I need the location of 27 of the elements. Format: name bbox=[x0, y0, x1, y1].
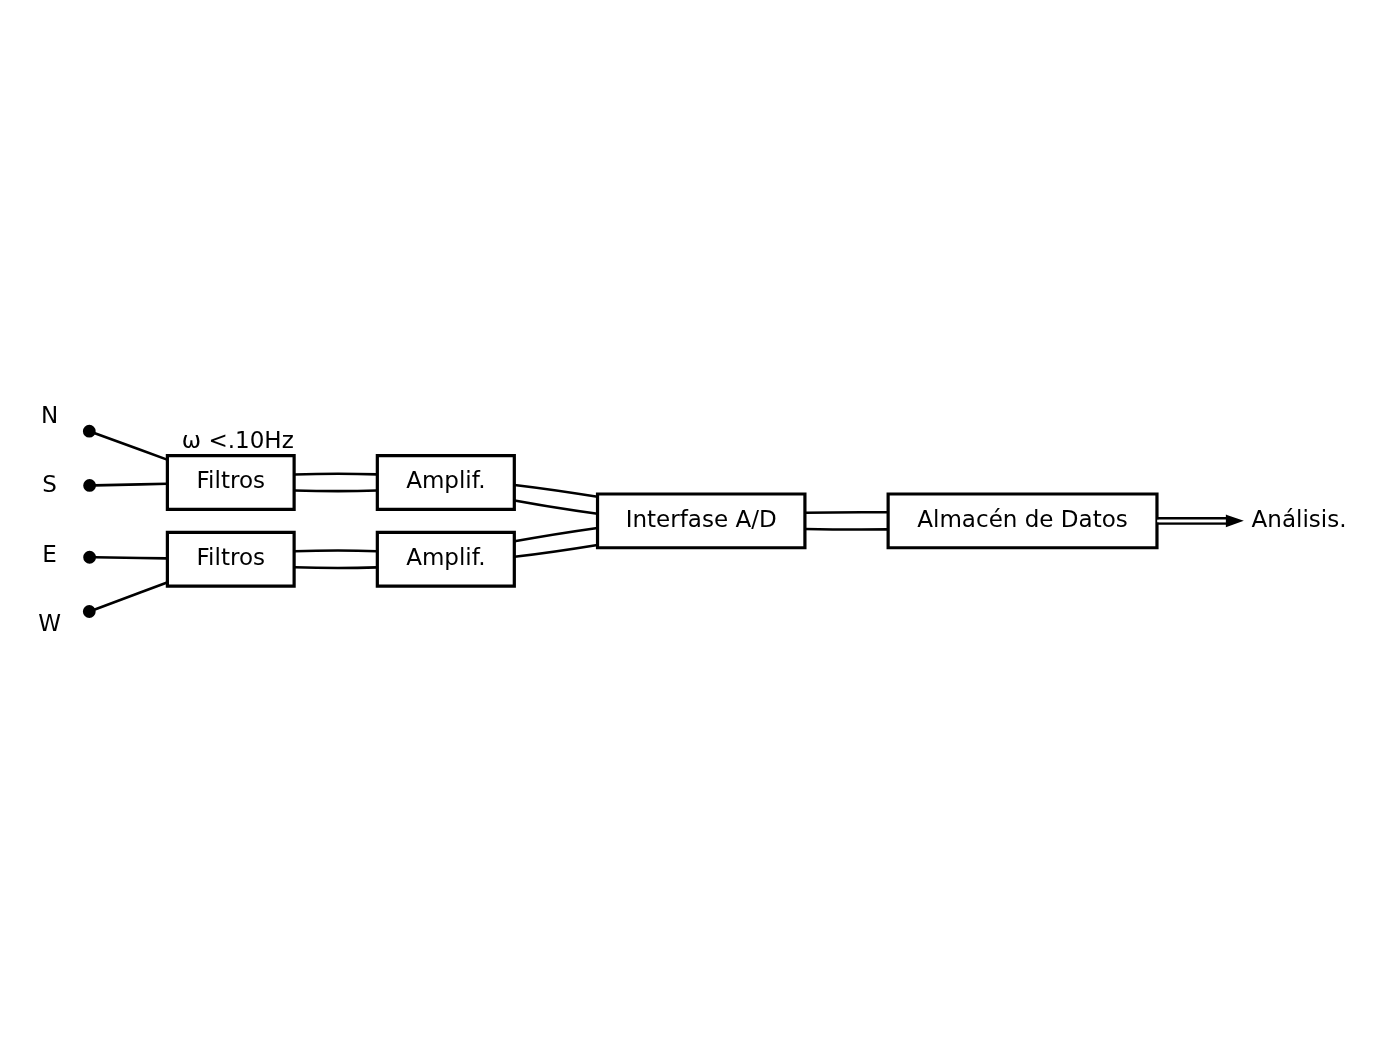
node-box: Amplif. bbox=[375, 453, 516, 511]
node-text: S bbox=[42, 470, 57, 497]
node-box: Amplif. bbox=[375, 530, 516, 588]
node-label: ω <.10Hz bbox=[181, 426, 294, 453]
connector bbox=[514, 498, 598, 515]
node-text: W bbox=[38, 609, 61, 636]
connector bbox=[83, 478, 168, 492]
connector bbox=[514, 526, 598, 543]
connector bbox=[294, 488, 378, 492]
node-box: Almacén de Datos bbox=[886, 491, 1159, 549]
node-text: N bbox=[40, 401, 59, 428]
connector bbox=[294, 565, 378, 569]
arrow bbox=[1157, 514, 1244, 527]
connector bbox=[805, 510, 888, 514]
connector bbox=[83, 550, 168, 564]
node-box: Interfase A/D bbox=[595, 491, 807, 549]
node-text: Análisis. bbox=[1251, 504, 1347, 531]
connector bbox=[82, 580, 168, 618]
node-text: E bbox=[42, 540, 57, 567]
node-box: Filtros bbox=[165, 530, 296, 588]
connector bbox=[514, 543, 598, 558]
connector bbox=[82, 424, 168, 461]
connector bbox=[805, 527, 888, 531]
connector bbox=[514, 483, 598, 498]
connector bbox=[294, 548, 378, 553]
node-box: Filtros bbox=[165, 453, 296, 511]
connector bbox=[294, 472, 378, 476]
